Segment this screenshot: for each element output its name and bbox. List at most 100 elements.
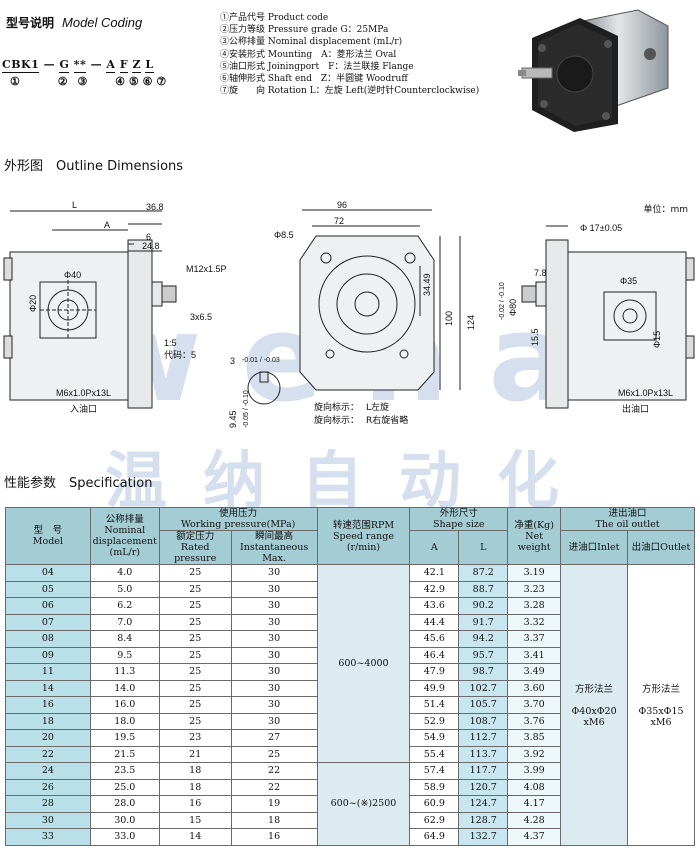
dim-label: Φ15	[652, 331, 662, 348]
cell-rated-pressure: 18	[158, 778, 232, 796]
code-number: ④	[115, 75, 126, 88]
cell-a: 49.9	[409, 679, 460, 697]
cell-rated-pressure: 25	[158, 630, 232, 648]
dim-label: Φ8.5	[274, 230, 294, 240]
cell-instant-pressure: 22	[230, 778, 318, 796]
cell-l: 124.7	[458, 795, 509, 813]
cell-l: 113.7	[458, 745, 509, 763]
side-view-right	[521, 225, 695, 409]
dim-label: M6x1.0Px13L	[618, 388, 673, 398]
cell-l: 91.7	[458, 613, 509, 631]
cell-a: 42.1	[409, 564, 460, 582]
cell-a: 47.9	[409, 663, 460, 681]
cell-l: 95.7	[458, 646, 509, 664]
cell-l: 94.2	[458, 630, 509, 648]
cell-model: 14	[5, 679, 91, 697]
cell-weight: 3.49	[507, 663, 562, 681]
dim-label: 124	[466, 315, 476, 330]
cell-a: 55.4	[409, 745, 460, 763]
cell-displacement: 9.5	[89, 646, 160, 664]
dim-label: Φ35	[620, 276, 637, 286]
code-part: L	[145, 58, 154, 73]
cell-displacement: 23.5	[89, 762, 160, 780]
cell-a: 43.6	[409, 597, 460, 615]
cell-instant-pressure: 16	[230, 828, 318, 846]
th-inlet: 进油口Inlet	[560, 530, 629, 565]
cell-speed-range: 600~4000	[316, 564, 411, 763]
cell-weight: 3.85	[507, 729, 562, 747]
cell-instant-pressure: 30	[230, 696, 318, 714]
side-view-left	[3, 210, 177, 409]
cell-displacement: 14.0	[89, 679, 160, 697]
th-l: L	[458, 530, 509, 565]
dim-label: 3x6.5	[190, 312, 212, 322]
dim-label: 24.8	[142, 241, 160, 251]
cell-model: 04	[5, 564, 91, 582]
code-part: G	[59, 58, 70, 73]
cell-rated-pressure: 16	[158, 795, 232, 813]
legend-item: ⑦旋 向 Rotation L：左旋 Left(逆时针Counterclockw…	[220, 86, 480, 97]
dim-label: 15.5	[530, 328, 540, 346]
dim-label: 代码：5	[164, 350, 196, 360]
rotation-label: 旋向标示：	[314, 401, 359, 413]
cell-rated-pressure: 14	[158, 828, 232, 846]
inlet-label: 入油口	[70, 403, 97, 415]
watermark: wena 温纳自动化	[91, 330, 570, 510]
cell-displacement: 7.0	[89, 613, 160, 631]
cell-instant-pressure: 19	[230, 795, 318, 813]
cell-rated-pressure: 25	[158, 597, 232, 615]
cell-a: 58.9	[409, 778, 460, 796]
cell-model: 06	[5, 597, 91, 615]
rotation-label: 旋向标示：	[314, 414, 359, 426]
cell-displacement: 4.0	[89, 564, 160, 582]
cell-instant-pressure: 27	[230, 729, 318, 747]
code-sep: —	[90, 58, 103, 71]
cell-model: 28	[5, 795, 91, 813]
cell-displacement: 16.0	[89, 696, 160, 714]
shaft-detail	[247, 371, 281, 405]
cell-model: 08	[5, 630, 91, 648]
code-number: ⑥	[142, 75, 153, 88]
cell-weight: 3.99	[507, 762, 562, 780]
cell-displacement: 21.5	[89, 745, 160, 763]
cell-l: 132.7	[458, 828, 509, 846]
cell-weight: 4.17	[507, 795, 562, 813]
cell-model: 24	[5, 762, 91, 780]
cell-l: 102.7	[458, 679, 509, 697]
cell-model: 33	[5, 828, 91, 846]
cell-a: 54.9	[409, 729, 460, 747]
dim-label: M12x1.5P	[186, 264, 227, 274]
cell-weight: 3.70	[507, 696, 562, 714]
cell-rated-pressure: 15	[158, 811, 232, 829]
cell-displacement: 18.0	[89, 712, 160, 730]
legend-item: ③公称排量 Nominal displacement (mL/r)	[220, 37, 403, 48]
cell-l: 108.7	[458, 712, 509, 730]
dim-label: L	[72, 200, 77, 210]
cell-weight: 3.37	[507, 630, 562, 648]
cell-a: 44.4	[409, 613, 460, 631]
dim-label: A	[104, 220, 110, 230]
cell-model: 16	[5, 696, 91, 714]
cell-weight: 3.41	[507, 646, 562, 664]
model-code-numbers: ① ② ③ ④ ⑤ ⑥ ⑦	[6, 75, 166, 88]
dim-label: -0.05 / -0.10	[243, 390, 250, 428]
cell-l: 128.7	[458, 811, 509, 829]
dim-label: 100	[444, 311, 454, 326]
dim-label: Φ40	[64, 270, 81, 280]
dim-label: M6x1.0Px13L	[56, 388, 111, 398]
cell-instant-pressure: 22	[230, 762, 318, 780]
